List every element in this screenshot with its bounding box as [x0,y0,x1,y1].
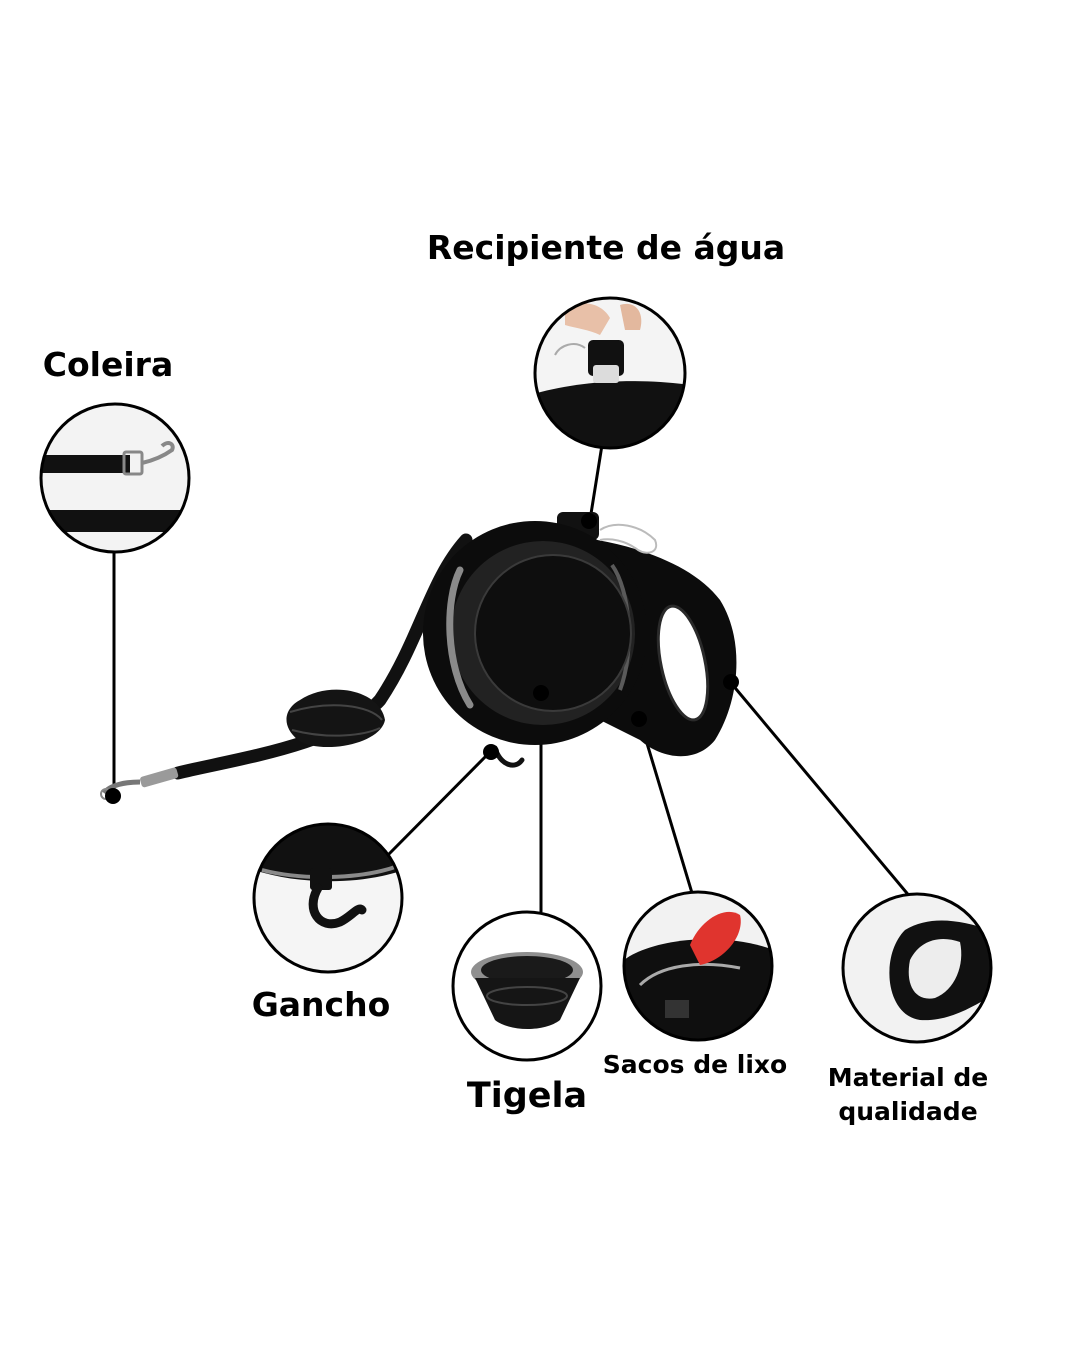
dot-material [723,674,739,690]
connector-gancho [386,750,492,857]
label-coleira: Coleira [42,345,174,384]
connector-dots [105,513,739,804]
label-material-2: qualidade [838,1097,978,1126]
callout-sacos [622,890,774,1042]
connector-material [729,682,913,899]
callout-gancho [252,822,404,974]
dot-sacos [631,711,647,727]
label-gancho: Gancho [251,985,391,1024]
leash-strap [100,533,473,800]
callout-tigela [451,910,603,1062]
dot-coleira [105,788,121,804]
dot-water [581,513,597,529]
label-material-1: Material de [827,1063,989,1092]
leash-product [423,512,737,768]
connector-sacos [638,719,694,894]
callout-water-container [533,296,687,450]
callout-coleira [39,402,191,554]
label-recipiente: Recipiente de água [426,228,786,267]
label-tigela: Tigela [466,1076,588,1116]
label-sacos: Sacos de lixo [602,1050,788,1079]
dot-tigela [533,685,549,701]
callout-material [841,892,993,1044]
dot-gancho [483,744,499,760]
connector-water [588,444,604,521]
